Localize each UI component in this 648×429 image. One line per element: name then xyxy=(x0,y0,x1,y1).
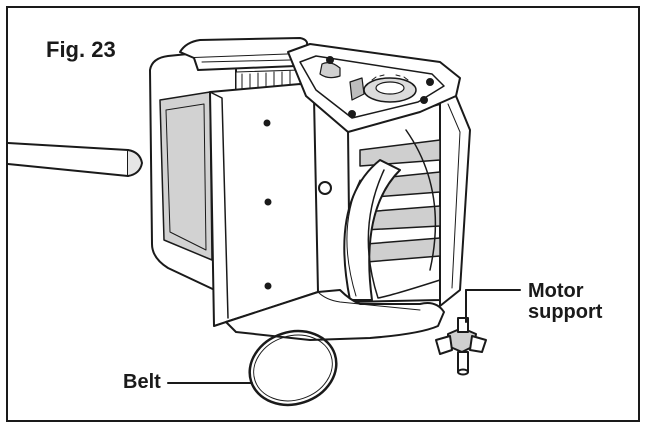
gear-cover xyxy=(287,43,461,133)
housing-top-rim xyxy=(179,37,309,71)
motor-support-leader xyxy=(465,289,521,323)
side-plate xyxy=(209,83,332,327)
handle-shaft xyxy=(7,142,143,177)
belt-callout: Belt xyxy=(123,371,161,393)
motor-support-callout: Motor support xyxy=(528,280,603,323)
drive-belt xyxy=(248,329,338,407)
right-housing-wall xyxy=(439,95,471,307)
figure-title: Fig. 23 xyxy=(46,37,116,62)
auger xyxy=(343,103,441,303)
housing-base xyxy=(225,289,445,341)
motor-support-part xyxy=(435,317,487,376)
